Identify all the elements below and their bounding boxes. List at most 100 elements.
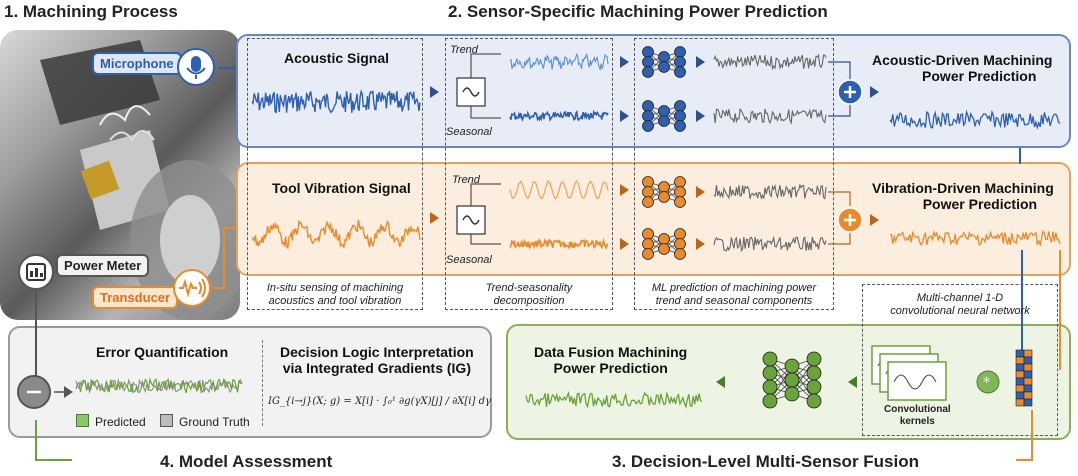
arrow-acoustic-trend-ml: [620, 56, 629, 68]
legend-predicted: Predicted: [76, 414, 146, 429]
acoustic-seasonal-net-node: [674, 120, 686, 132]
arrow-vibration-seasonal-ml: [620, 238, 629, 250]
arrow-acoustic-sum-out: [870, 86, 879, 98]
fusion-net-node: [762, 393, 778, 409]
conv-kernel: [887, 361, 947, 401]
vibration-prediction-line2: Power Prediction: [922, 196, 1038, 212]
vibration-seasonal-net-node: [674, 238, 686, 250]
fusion-net-node: [806, 365, 822, 381]
acoustic-seasonal-net-node: [642, 120, 654, 132]
acoustic-seasonal-branch: [470, 106, 501, 119]
acoustic-decomp-box-glyph: [462, 87, 480, 97]
section-title-model-assessment: 4. Model Assessment: [160, 452, 333, 471]
fusion-net-node: [762, 351, 778, 367]
acoustic-prediction-wave: [889, 109, 1061, 130]
arrow-vibration-trend-ml: [620, 184, 629, 196]
error-quantification-title: Error Quantification: [96, 344, 229, 360]
convolution-icon: [976, 370, 1000, 394]
fusion-net-node: [784, 372, 800, 388]
fusion-channel-cell: [1015, 356, 1025, 365]
ml-dashed-group: [634, 38, 834, 310]
fusion-channel-cell: [1023, 391, 1033, 400]
acoustic-seasonal-label: Seasonal: [446, 126, 492, 138]
vibration-seasonal-branch: [470, 234, 501, 245]
arrow-subtract-to-error: [64, 386, 73, 398]
vibration-decomp-box-glyph: [462, 215, 480, 225]
acoustic-trend-net-node: [674, 66, 686, 78]
fusion-channel-cell: [1023, 363, 1033, 372]
vibration-seasonal-net-node: [642, 238, 654, 250]
vibration-trend-net-node: [658, 191, 670, 203]
transducer-icon: [173, 269, 211, 307]
convolution-star: *: [983, 375, 990, 391]
vibration-trend-net-node: [642, 186, 654, 198]
vibration-raw-signal: [251, 219, 421, 250]
acoustic-seasonal-net-node: [658, 115, 670, 127]
acoustic-trend-net-node: [658, 61, 670, 73]
acoustic-trend-net-node: [642, 56, 654, 68]
arrow-acoustic-net1-out: [696, 56, 705, 68]
fusion-channel-cell: [1023, 349, 1033, 358]
arrow-acoustic-seasonal-ml: [620, 110, 629, 122]
vibration-trend-label: Trend: [452, 174, 480, 186]
vibration-trend-pred: [713, 183, 827, 200]
legend-truth-swatch: [160, 414, 173, 427]
acoustic-prediction-line2: Power Prediction: [922, 68, 1037, 84]
acoustic-seasonal-net-node: [674, 100, 686, 112]
fusion-channel-cell: [1023, 377, 1033, 386]
vibration-seasonal-net-node: [642, 228, 654, 240]
vibration-seasonal-net-node: [658, 243, 670, 255]
acoustic-trend-pred: [713, 53, 827, 71]
predicted-wave: [75, 377, 243, 394]
machine-illustration: [40, 40, 240, 320]
legend-predicted-swatch: [76, 414, 89, 427]
section-title-fusion: 3. Decision-Level Multi-Sensor Fusion: [612, 452, 919, 471]
acoustic-seasonal-wave: [509, 109, 609, 122]
vibration-trend-net-node: [674, 176, 686, 188]
transducer-tag: Transducer: [92, 286, 179, 309]
acoustic-signal-label: Acoustic Signal: [284, 50, 390, 66]
vibration-seasonal-wave: [509, 237, 609, 250]
acoustic-seasonal-net-node: [642, 100, 654, 112]
fusion-net-node: [806, 379, 822, 395]
decomp-dashed-group: [445, 38, 613, 310]
fusion-channel-cell: [1015, 370, 1025, 379]
acoustic-trend-label: Trend: [450, 44, 478, 56]
fusion-channel-cell: [1023, 384, 1033, 393]
fusion-channel-cell: [1015, 391, 1025, 400]
vibration-trend-net-node: [642, 196, 654, 208]
vibration-trend-branch: [470, 183, 501, 206]
conv-kernel-wave: [893, 374, 937, 390]
power-meter-tag: Power Meter: [56, 254, 150, 277]
vibration-seasonal-pred: [713, 235, 827, 253]
ig-formula: IG_{i→j}(X; g) = X[i] · ∫₀¹ ∂g(γX)[j] / …: [268, 396, 491, 407]
fusion-prediction-wave: [525, 390, 703, 409]
acoustic-trend-net-node: [642, 66, 654, 78]
subtract-icon: [17, 375, 51, 409]
vibration-seasonal-net-node: [674, 228, 686, 240]
arrow-acoustic-net2-out: [696, 110, 705, 122]
vibration-trend-wave: [509, 179, 609, 200]
fusion-channel-cell: [1023, 356, 1033, 365]
power-meter-icon: [18, 254, 54, 290]
microphone-icon: [177, 48, 215, 86]
fusion-channel-cell: [1023, 398, 1033, 407]
arrow-vibration-net1-out: [696, 186, 705, 198]
arrow-acoustic-to-decomp: [430, 86, 439, 98]
acoustic-raw-signal: [251, 89, 421, 114]
vibration-trend-net-node: [674, 196, 686, 208]
arrow-net-to-output: [716, 376, 725, 388]
arrow-vibration-net2-out: [696, 238, 705, 250]
fusion-net-node: [762, 365, 778, 381]
fusion-net-node: [784, 386, 800, 402]
section-title-machining-process: 1. Machining Process: [4, 2, 178, 21]
vibration-sum-lines: [828, 191, 851, 245]
